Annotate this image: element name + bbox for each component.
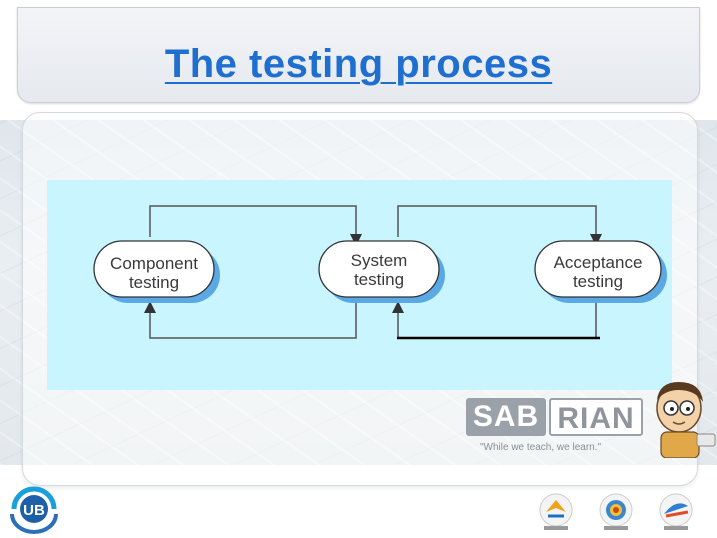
diagram-connectors xyxy=(144,205,602,340)
sabrian-logo-rian: RIAN xyxy=(549,398,643,436)
node-label-line2: testing xyxy=(573,272,623,291)
node-label-line1: System xyxy=(351,251,408,270)
partner-logo-2-icon xyxy=(599,493,633,530)
edge-component-to-system xyxy=(149,205,362,246)
node-label-line1: Acceptance xyxy=(554,253,643,272)
edge-system-to-acceptance xyxy=(397,205,602,246)
node-label-line2: testing xyxy=(354,270,404,289)
edge-system-to-component xyxy=(144,298,357,339)
partner-logos xyxy=(539,493,693,530)
slide-title: The testing process xyxy=(164,42,553,86)
sabrian-logo-sab: SAB xyxy=(466,398,546,436)
edge-acceptance-to-system xyxy=(392,298,597,339)
node-acceptance-testing: Acceptance testing xyxy=(534,240,667,303)
testing-process-diagram: Component testing System testing Accepta… xyxy=(47,180,672,390)
diagram-svg: Component testing System testing Accepta… xyxy=(93,205,667,340)
mascot-icon xyxy=(656,382,716,458)
sabrian-tagline: "While we teach, we learn." xyxy=(480,442,602,453)
node-system-testing: System testing xyxy=(318,240,445,303)
partner-logo-1-icon xyxy=(539,493,573,530)
node-label-line1: Component xyxy=(110,254,198,273)
ub-logo-icon: UB xyxy=(10,486,58,534)
ub-logo-text: UB xyxy=(23,502,45,519)
partner-logo-3-icon xyxy=(659,493,693,530)
node-label-line2: testing xyxy=(129,273,179,292)
title-banner: The testing process xyxy=(17,7,700,103)
sabrian-logo: SAB RIAN xyxy=(466,398,646,438)
node-component-testing: Component testing xyxy=(93,240,220,303)
